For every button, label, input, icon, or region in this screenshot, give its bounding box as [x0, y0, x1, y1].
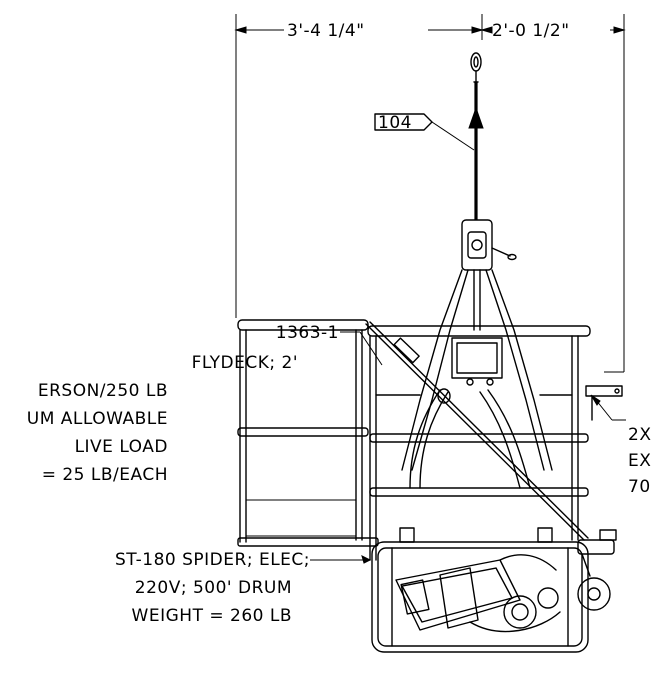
flydeck-note-line-2: FLYDECK; 2': [192, 353, 298, 373]
caster-wheel: [577, 529, 617, 611]
direction-arrow: [468, 106, 484, 129]
flydeck-note-line-4: UM ALLOWABLE: [27, 409, 168, 429]
spider-hoist: [395, 554, 561, 633]
dimension-lines: [234, 14, 626, 373]
spider-note-line-2: 220V; 500' DRUM: [135, 578, 292, 598]
spider-note-line-3: WEIGHT = 260 LB: [132, 606, 292, 626]
wire-rope-hook: [468, 52, 484, 220]
flydeck-note-line-1: 1363-1: [276, 323, 339, 343]
right-note-line-2: EX: [628, 451, 651, 471]
platform-cage: [367, 325, 591, 653]
spider-note-line-1: ST-180 SPIDER; ELEC;: [115, 550, 310, 570]
flydeck-note: 1363-1 FLYDECK; 2' ERSON/250 LB UM ALLOW…: [27, 323, 339, 485]
leader-lines: [310, 331, 626, 564]
callout-tag: [374, 113, 475, 151]
callout-tag-label: 104: [378, 113, 412, 133]
flydeck-note-line-6: = 25 LB/EACH: [42, 465, 168, 485]
flydeck-note-line-5: LIVE LOAD: [75, 437, 168, 457]
safety-line: [365, 321, 589, 541]
dimension-left-width: 3'-4 1/4": [287, 21, 365, 41]
dimension-right-width: 2'-0 1/2": [492, 21, 570, 41]
right-note: 2X EX 70: [628, 425, 651, 497]
right-note-line-1: 2X: [628, 425, 651, 445]
spider-note: ST-180 SPIDER; ELEC; 220V; 500' DRUM WEI…: [115, 550, 310, 626]
side-bracket: [585, 385, 623, 421]
right-note-line-3: 70: [628, 477, 651, 497]
davit-frame: [401, 219, 553, 489]
flydeck-note-line-3: ERSON/250 LB: [38, 381, 168, 401]
